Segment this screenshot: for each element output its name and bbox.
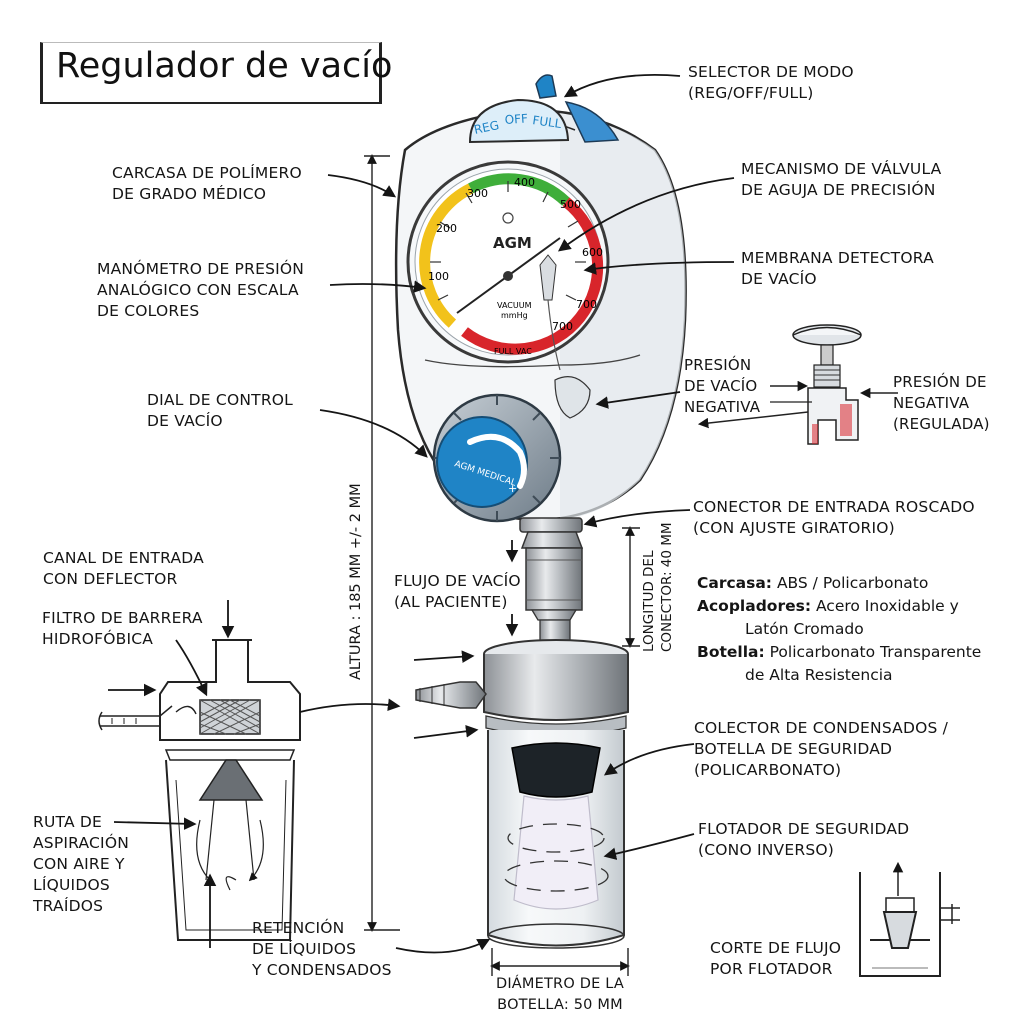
label-threaded-inlet: CONECTOR DE ENTRADA ROSCADO (CON AJUSTE … [693,498,975,537]
gauge-tick-100: 100 [428,270,449,283]
pressure-gauge: 100 200 300 400 500 600 700 700 AGM VACU… [406,160,610,371]
label-safety-float: FLOTADOR DE SEGURIDAD (CONO INVERSO) [698,820,910,859]
spec-row-couplers-cont: Latón Cromado [697,618,981,641]
float-cutoff-sketch [859,861,960,977]
label-housing: CARCASA DE POLÍMERO DE GRADO MÉDICO [112,164,302,203]
gauge-yellow-band [419,183,474,328]
page-title: Regulador de vacío [56,46,393,86]
spec-key: Carcasa: [697,574,773,592]
gauge-tick-700b: 700 [552,320,573,333]
gauge-tick-700: 700 [576,298,597,311]
spec-row-housing: Carcasa: ABS / Policarbonato [697,572,981,595]
label-connector-length: LONGITUD DEL CONECTOR: 40 mm [641,522,675,652]
label-inlet-channel: CANAL DE ENTRADA CON DEFLECTOR [43,549,204,588]
label-liquid-retention: RETENCIÓN DE LÍQUIDOS Y CONDENSADOS [252,919,392,979]
mode-lever-icon [535,74,557,99]
gauge-tick-400: 400 [514,176,535,189]
gauge-label-mmhg: mmHg [501,311,528,320]
label-negative-regulated: PRESIÓN DE NEGATIVA (REGULADA) [893,373,990,433]
label-condensate-collector: COLECTOR DE CONDENSADOS / BOTELLA DE SEG… [694,719,949,779]
gauge-brand: AGM [493,234,532,252]
label-height: ALTURA : 185 mm +/- 2 mm [348,483,364,680]
label-vacuum-flow: FLUJO DE VACÍO (AL PACIENTE) [394,572,521,611]
label-aspiration-path: RUTA DE ASPIRACIÓN CON AIRE Y LÍQUIDOS T… [33,813,130,915]
spec-key: Acopladores: [697,597,812,615]
spec-value: Acero Inoxidable y [815,597,959,615]
spec-value: de Alta Resistencia [745,666,893,684]
title-frame [40,42,382,104]
gauge-pivot [503,271,513,281]
spec-value: Policarbonato Transparente [769,643,982,661]
filter-cutaway [98,639,301,941]
gauge-tick-500: 500 [560,198,581,211]
label-membrane: MEMBRANA DETECTORA DE VACÍO [741,249,934,288]
label-float-cutoff: CORTE DE FLUJO POR FLOTADOR [710,939,842,978]
label-needle-valve: MECANISMO DE VÁLVULA DE AGUJA DE PRECISI… [741,160,942,199]
mode-mark-off: OFF [504,111,528,127]
threaded-connector [519,517,584,651]
gauge-tick-200: 200 [436,222,457,235]
mode-mark-reg: REG [473,118,501,137]
gauge-tick-300: 300 [467,187,488,200]
svg-text:+: + [508,482,517,495]
spec-row-bottle-cont: de Alta Resistencia [697,664,981,687]
safety-bottle [415,639,629,949]
label-mode-selector: SELECTOR DE MODO (REG/OFF/FULL) [688,63,854,102]
label-hydrophobic-filter: FILTRO DE BARRERA HIDROFÓBICA [42,609,203,648]
label-negative-vacuum: PRESIÓN DE VACÍO NEGATIVA [684,356,761,416]
spec-value: ABS / Policarbonato [776,574,929,592]
label-control-dial: DIAL DE CONTROL DE VACÍO [147,391,294,430]
spec-key: Botella: [697,643,765,661]
spec-value: Latón Cromado [745,620,864,638]
membrane-window [554,376,591,419]
label-manometer: MANÓMETRO DE PRESIÓN ANALÓGICO CON ESCAL… [97,260,305,320]
gauge-label-full: FULL VAC [494,347,532,356]
needle-valve-mechanism [539,254,557,301]
gauge-red-band [461,197,604,355]
material-specs: Carcasa: ABS / Policarbonato Acopladores… [697,572,981,687]
control-dial: + AGM MEDICAL [432,393,562,523]
spec-row-couplers: Acopladores: Acero Inoxidable y [697,595,981,618]
mode-selector: REG OFF FULL [468,74,620,144]
spec-row-bottle: Botella: Policarbonato Transparente [697,641,981,664]
gauge-tick-600: 600 [582,246,603,259]
gauge-green-band [468,173,570,206]
label-bottle-diameter: DIÁMETRO DE LA BOTELLA: 50 mm [495,976,625,1013]
valve-cross-section [697,324,898,445]
mode-mark-full: FULL [532,113,563,131]
gauge-label-vacuum: VACUUM [497,301,532,310]
